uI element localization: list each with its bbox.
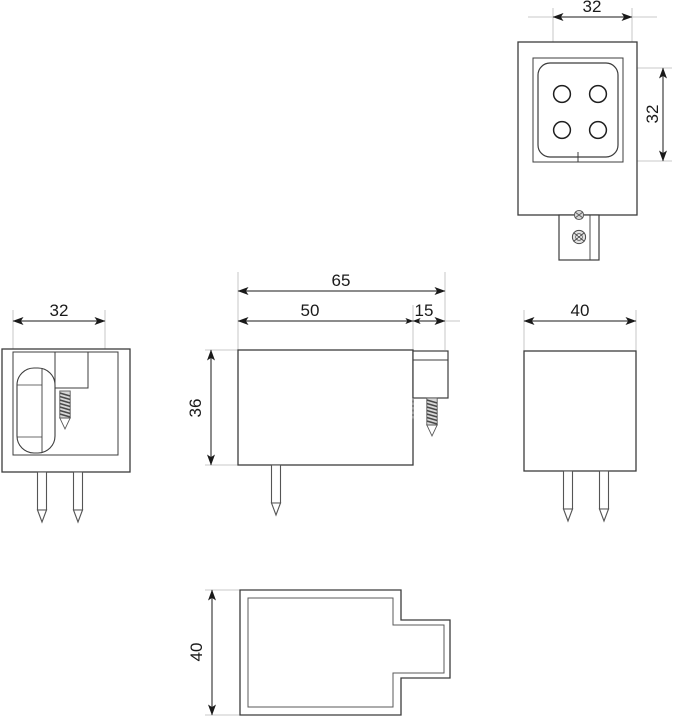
front-view-tab-block bbox=[412, 350, 449, 399]
left-width-dimension: 32 bbox=[12, 301, 106, 325]
right-width-dimension: 40 bbox=[523, 301, 637, 325]
screw-head-icon bbox=[571, 229, 587, 245]
bottom-depth-dimension-value: 40 bbox=[187, 643, 206, 662]
screw-icon bbox=[425, 397, 439, 437]
contact-hole bbox=[588, 84, 608, 104]
pin bbox=[562, 470, 574, 522]
top-width-dimension: 32 bbox=[528, 0, 657, 21]
bottom-view: 40 bbox=[187, 589, 451, 716]
left-view-step-profile bbox=[54, 352, 89, 389]
screw-head-icon bbox=[573, 209, 585, 221]
pin bbox=[270, 464, 282, 516]
front-height-dimension-value: 36 bbox=[186, 399, 205, 418]
contact-hole bbox=[588, 120, 608, 140]
front-tab-length-dimension-value: 15 bbox=[415, 301, 434, 320]
bottom-view-outer-profile bbox=[239, 589, 451, 716]
bottom-depth-dimension: 40 bbox=[187, 589, 216, 716]
bottom-view-extension-lines bbox=[205, 589, 240, 716]
front-overall-length-dimension: 65 bbox=[237, 271, 446, 295]
pin bbox=[72, 471, 84, 523]
left-view-slot bbox=[16, 367, 56, 454]
right-width-dimension-value: 40 bbox=[571, 301, 590, 320]
front-body-length-dimension-value: 50 bbox=[301, 301, 320, 320]
front-view: 65 50 15 36 bbox=[186, 271, 460, 516]
top-view: 32 32 bbox=[517, 0, 672, 261]
pin bbox=[598, 470, 610, 522]
top-view-socket-face bbox=[537, 62, 619, 158]
top-height-dimension-value: 32 bbox=[643, 105, 662, 124]
front-body-length-dimension: 50 bbox=[237, 301, 414, 325]
front-overall-length-dimension-value: 65 bbox=[332, 271, 351, 290]
pin bbox=[36, 471, 48, 523]
left-view-extension-lines bbox=[12, 310, 106, 350]
contact-hole bbox=[552, 120, 572, 140]
front-tab-length-dimension: 15 bbox=[412, 301, 460, 325]
left-side-view: 32 bbox=[1, 301, 131, 523]
right-view-body-outline bbox=[523, 350, 637, 472]
contact-hole bbox=[552, 84, 572, 104]
top-height-dimension: 32 bbox=[643, 67, 667, 162]
right-side-view: 40 bbox=[523, 301, 637, 522]
front-view-body-outline bbox=[237, 349, 414, 466]
front-height-dimension: 36 bbox=[186, 349, 215, 466]
left-width-dimension-value: 32 bbox=[50, 301, 69, 320]
top-width-dimension-value: 32 bbox=[583, 0, 602, 16]
